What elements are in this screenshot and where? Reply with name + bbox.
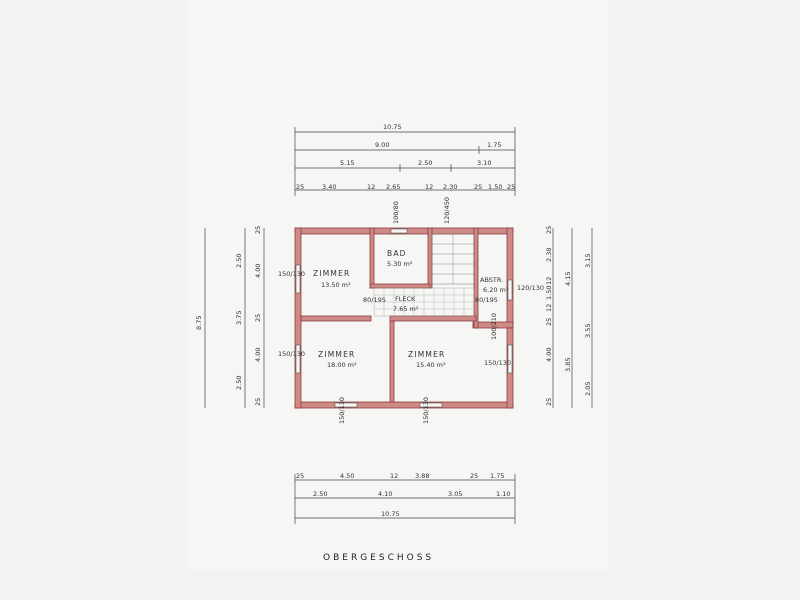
dim-top-r2-b: 1.75 [487,141,501,149]
opening-label: 100/80 [392,201,400,224]
dim-left-outer: 8.75 [195,316,203,330]
plan-title: OBERGESCHOSS [323,553,434,563]
dim-bot-r1-2: 12 [390,472,398,480]
dim-top-r4-1: 3.40 [322,183,336,191]
dim-right-o2: 2.05 [584,382,592,396]
dim-left-mid-b: 2.50 [235,254,243,268]
dim-top-r4-3: 2.65 [386,183,400,191]
room-labels: ZIMMER 13.50 m² BAD 5.30 m² ABSTR. 6.20 … [313,249,509,369]
room-abstr-name: ABSTR. [480,276,503,284]
opening-label: 100/210 [490,313,498,340]
dim-bot-total: 10.75 [381,510,400,518]
opening-label: 150/130 [422,397,430,424]
dim-left-i2: 25 [254,314,262,322]
dim-right-i7: 25 [545,398,553,406]
room-flur-area: 7.65 m² [393,305,419,313]
room-bad-area: 5.30 m² [387,260,413,268]
dim-bot-r1-4: 25 [470,472,478,480]
dim-right-o0: 3.15 [584,254,592,268]
dim-top-r3-b: 2.50 [418,159,432,167]
left-dimensions: 8.75 3.75 2.50 2.50 25 4.00 25 4.00 25 [195,226,265,408]
dim-top-r4-6: 25 [474,183,482,191]
dim-top-r4-2: 12 [367,183,375,191]
dim-right-i2: 12 [545,277,553,285]
dim-bot-r1-1: 4.50 [340,472,354,480]
dim-left-i3: 4.00 [254,348,262,362]
room-zimmer-3-area: 15.40 m² [416,361,446,369]
staircase [373,233,475,317]
dim-bot-r2-1: 4.10 [378,490,392,498]
opening-label: 150/130 [338,397,346,424]
bottom-dimensions: 25 4.50 12 3.88 25 1.75 2.50 4.10 3.05 1… [294,472,516,524]
dim-left-mid-a: 3.75 [235,311,243,325]
room-zimmer-2-name: ZIMMER [318,350,355,359]
dim-top-r4-5: 2.30 [443,183,457,191]
dim-top-r4-8: 25 [507,183,515,191]
opening-label: 150/130 [278,350,305,358]
windows [295,228,513,408]
dim-top-r4-0: 25 [296,183,304,191]
room-zimmer-1-name: ZIMMER [313,269,350,278]
dim-right-i1: 2.38 [545,248,553,262]
opening-label: 120/450 [443,197,451,224]
dim-bot-r2-0: 2.50 [313,490,327,498]
dim-top-r2-a: 9.00 [375,141,389,149]
dim-left-far: 2.50 [235,376,243,390]
dim-left-i4: 25 [254,398,262,406]
dim-top-r3-c: 3.10 [477,159,491,167]
opening-label: 150/130 [484,359,511,367]
dim-right-i6: 4.00 [545,348,553,362]
room-zimmer-2-area: 18.00 m² [327,361,357,369]
dim-right-i5: 25 [545,318,553,326]
dim-left-i0: 25 [254,226,262,234]
dim-right-o1: 3.55 [584,324,592,338]
dim-left-i1: 4.00 [254,264,262,278]
dim-bot-r1-3: 3.88 [415,472,429,480]
dim-right-i4: 12 [545,304,553,312]
room-flur-name: FLECK [395,295,416,303]
top-dimensions: 10.75 9.00 1.75 5.15 2.50 3.10 25 3.40 1… [294,123,516,196]
dim-right-i0: 25 [545,226,553,234]
dim-right-i3: 1.50 [545,286,553,300]
dim-right-mid-a: 4.15 [564,272,572,286]
dim-bot-r1-5: 1.75 [490,472,504,480]
dim-bot-r2-3: 1.10 [496,490,510,498]
room-zimmer-3-name: ZIMMER [408,350,445,359]
dim-top-r4-4: 12 [425,183,433,191]
dim-right-mid-b: 3.85 [564,358,572,372]
room-bad-name: BAD [387,249,407,258]
room-zimmer-1-area: 13.50 m² [321,281,351,289]
dim-top-r4-7: 1.50 [488,183,502,191]
opening-label: 80/195 [363,296,386,304]
room-abstr-area: 6.20 m² [483,286,509,294]
right-dimensions: 25 2.38 12 1.50 12 25 4.00 25 4.15 3.85 … [545,226,593,408]
opening-label: 150/130 [278,270,305,278]
opening-labels: 150/130 150/130 150/130 150/130 150/130 … [278,197,544,424]
dim-top-total: 10.75 [383,123,402,131]
dim-bot-r2-2: 3.05 [448,490,462,498]
opening-label: 120/130 [517,284,544,292]
dim-bot-r1-0: 25 [296,472,304,480]
opening-label: 80/195 [475,296,498,304]
dim-top-r3-a: 5.15 [340,159,354,167]
